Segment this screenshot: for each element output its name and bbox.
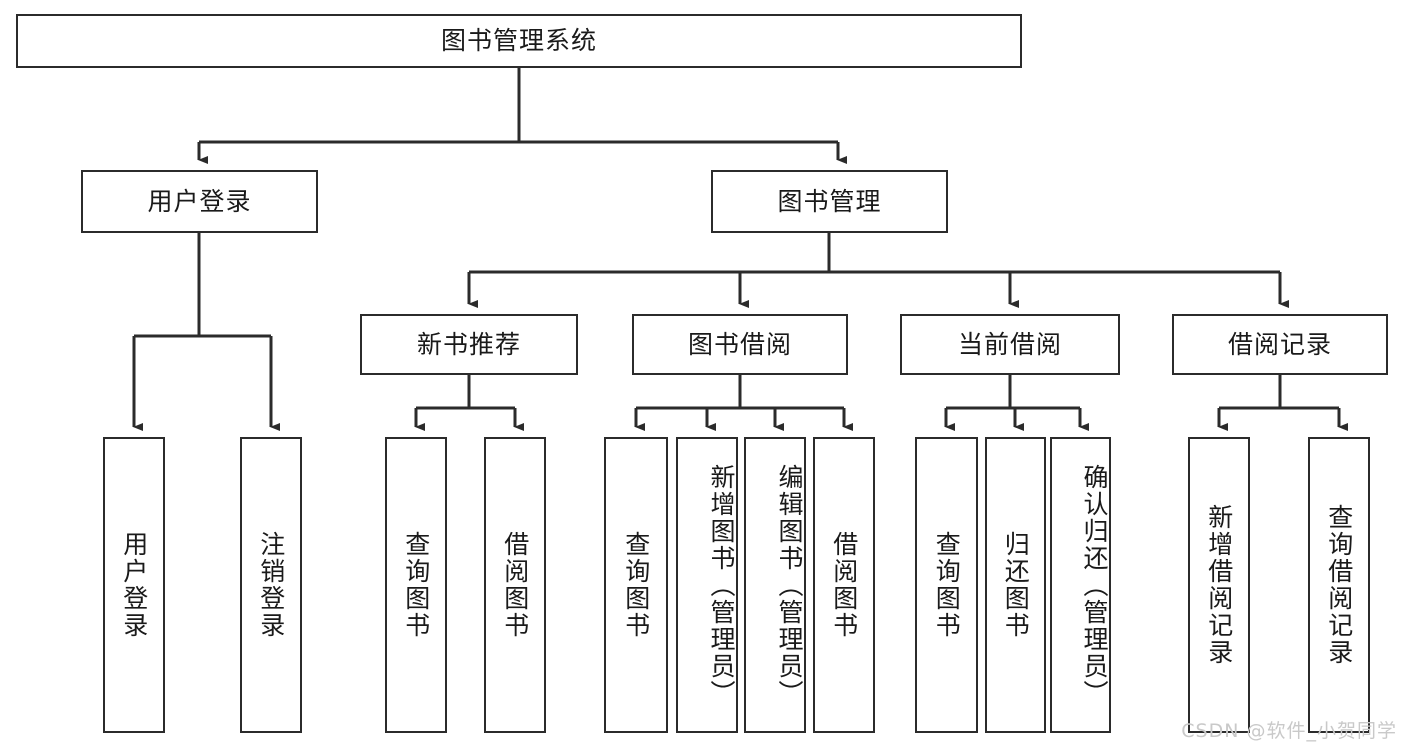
edge-book-borrow-to-leaves: [634, 375, 853, 431]
node-label: 图书管理: [777, 186, 882, 216]
leaf-borrow-books-recommendation[interactable]: 借阅图书: [484, 437, 546, 733]
leaf-query-books-current[interactable]: 查询图书: [915, 437, 978, 733]
node-root-book-management-system[interactable]: 图书管理系统: [16, 14, 1022, 68]
edge-new-books-to-leaves: [414, 375, 524, 431]
leaf-query-borrow-record[interactable]: 查询借阅记录: [1308, 437, 1370, 733]
node-label: 确认归还（管理员）: [1080, 463, 1109, 707]
node-label: 新增图书（管理员）: [707, 463, 736, 707]
leaf-user-login[interactable]: 用户登录: [103, 437, 165, 733]
node-label: 归还图书: [1001, 531, 1031, 639]
node-label: 借阅图书: [829, 531, 859, 639]
node-user-login[interactable]: 用户登录: [81, 170, 318, 233]
node-label: 借阅记录: [1227, 329, 1332, 359]
csdn-watermark: CSDN @软件_小贺同学: [1181, 720, 1397, 742]
node-label: 用户登录: [147, 186, 252, 216]
node-label: 查询图书: [621, 531, 651, 639]
edge-current-borrow-to-leaves: [944, 375, 1089, 431]
leaf-add-book-admin[interactable]: 新增图书（管理员）: [676, 437, 738, 733]
node-current-borrowing[interactable]: 当前借阅: [900, 314, 1120, 375]
node-label: 图书借阅: [687, 329, 792, 359]
node-label: 当前借阅: [957, 329, 1062, 359]
node-label: 注销登录: [256, 531, 286, 639]
leaf-return-books[interactable]: 归还图书: [985, 437, 1046, 733]
edge-borrow-record-to-leaves: [1217, 375, 1348, 431]
leaf-borrow-books-borrowing[interactable]: 借阅图书: [813, 437, 875, 733]
node-book-management[interactable]: 图书管理: [711, 170, 948, 233]
leaf-confirm-return-admin[interactable]: 确认归还（管理员）: [1050, 437, 1111, 733]
node-label: 用户登录: [119, 531, 149, 639]
node-label: 新书推荐: [416, 329, 521, 359]
node-label: 新增借阅记录: [1204, 504, 1234, 666]
leaf-query-books-borrowing[interactable]: 查询图书: [604, 437, 668, 733]
leaf-add-borrow-record[interactable]: 新增借阅记录: [1188, 437, 1250, 733]
node-borrowing-records[interactable]: 借阅记录: [1172, 314, 1388, 375]
node-book-borrowing[interactable]: 图书借阅: [632, 314, 848, 375]
leaf-edit-book-admin[interactable]: 编辑图书（管理员）: [744, 437, 806, 733]
node-label: 查询图书: [401, 531, 431, 639]
node-new-book-recommendation[interactable]: 新书推荐: [360, 314, 578, 375]
node-label: 图书管理系统: [440, 26, 597, 56]
node-label: 借阅图书: [500, 531, 530, 639]
leaf-logout-login[interactable]: 注销登录: [240, 437, 302, 733]
edge-book-manage-to-level3: [467, 233, 1289, 308]
node-label: 编辑图书（管理员）: [775, 463, 804, 707]
node-label: 查询借阅记录: [1324, 504, 1354, 666]
node-label: 查询图书: [932, 531, 962, 639]
edge-user-login-to-leaves: [132, 233, 280, 431]
edge-root-to-level2: [197, 68, 847, 164]
leaf-query-books-recommendation[interactable]: 查询图书: [385, 437, 447, 733]
